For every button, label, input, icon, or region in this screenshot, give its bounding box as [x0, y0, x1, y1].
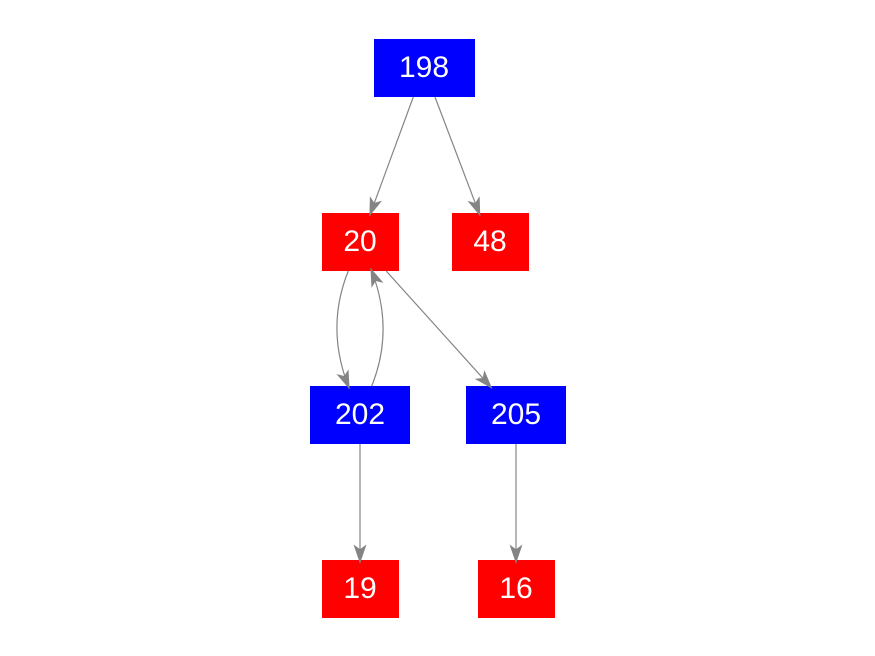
node-label: 205 [490, 398, 542, 431]
node-label: 16 [499, 572, 533, 605]
node-label: 20 [343, 225, 377, 258]
graph-node-198[interactable]: 198 [373, 39, 475, 97]
graph-node-48[interactable]: 48 [451, 213, 529, 271]
graph-node-19[interactable]: 19 [321, 560, 399, 618]
graph-node-16[interactable]: 16 [477, 560, 555, 618]
node-label: 48 [473, 225, 507, 258]
graph-node-205[interactable]: 205 [466, 386, 566, 444]
node-label: 198 [398, 51, 450, 84]
node-label: 19 [343, 572, 377, 605]
node-label: 202 [334, 398, 386, 431]
graph-node-20[interactable]: 20 [321, 213, 399, 271]
graph-node-202[interactable]: 202 [310, 386, 410, 444]
